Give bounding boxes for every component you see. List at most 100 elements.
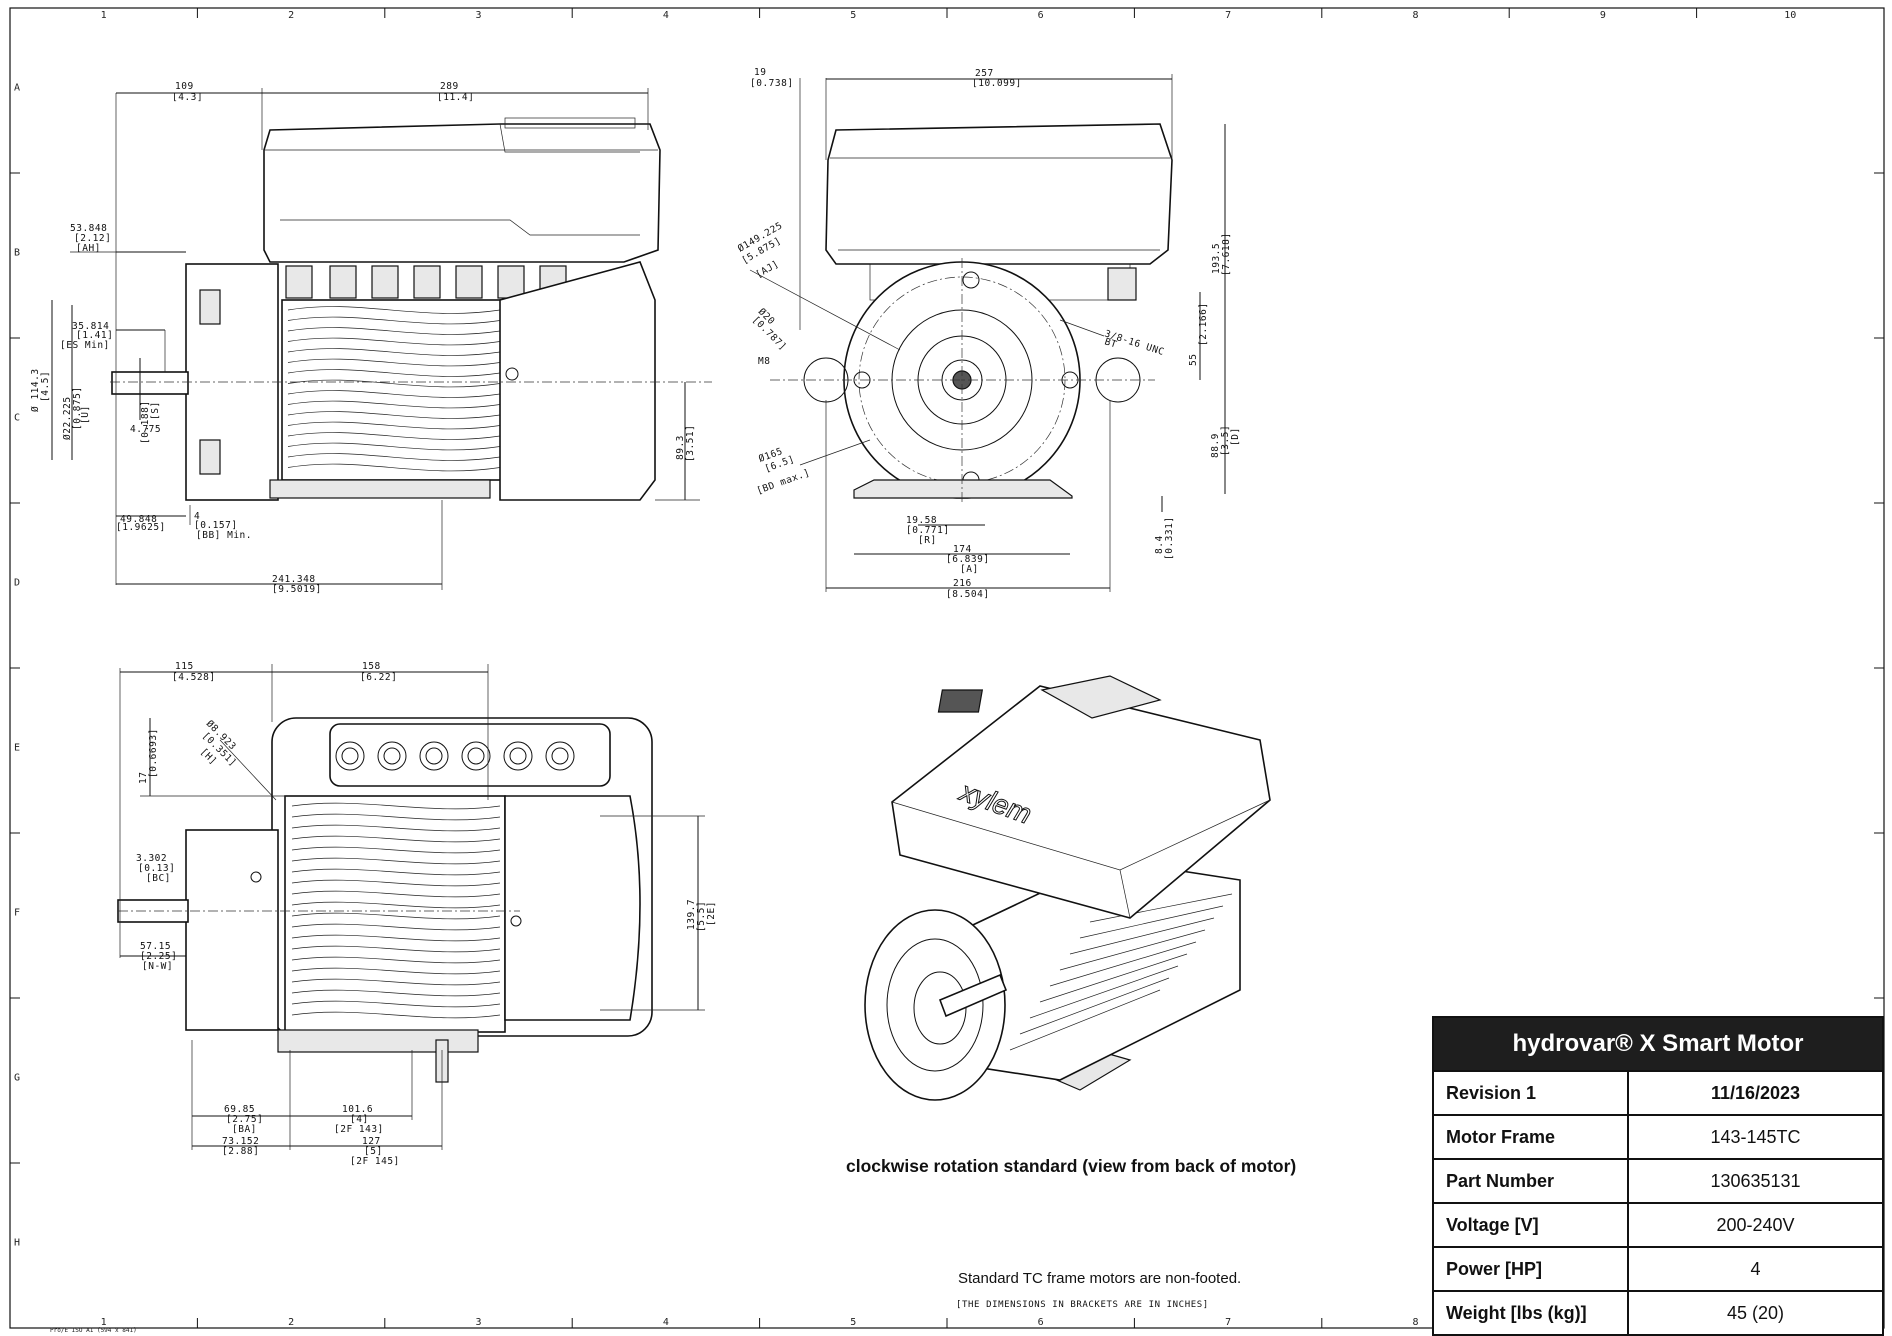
dim-165-tag: [BD max.] (755, 467, 811, 496)
grid-row-label: A (14, 83, 20, 94)
spec-label: Motor Frame (1432, 1114, 1629, 1160)
dim-4775-in: [0.188] (140, 400, 151, 444)
dim-3302: 3.302 (136, 853, 167, 864)
spec-row-weight: Weight [lbs (kg)]45 (20) (1432, 1290, 1884, 1336)
dim-149-tag: [AJ] (754, 259, 781, 281)
dim-17: 17 (138, 772, 149, 784)
dim-89-in: [3.51] (685, 425, 696, 462)
grid-col-label: 6 (1038, 10, 1044, 21)
grid-row-label: H (14, 1238, 20, 1249)
dim-19: 19 (754, 67, 766, 78)
dim-109-in: [4.3] (172, 92, 203, 103)
tc-frame-note: Standard TC frame motors are non-footed. (958, 1270, 1242, 1287)
dim-158: 158 (362, 661, 381, 672)
dim-73-in: [2.88] (222, 1146, 259, 1157)
grid-col-label: 8 (1412, 10, 1418, 21)
grid-col-label: 3 (475, 1317, 481, 1328)
spec-label: Revision 1 (1432, 1070, 1629, 1116)
spec-label: Voltage [V] (1432, 1202, 1629, 1248)
grid-col-label: 2 (288, 1317, 294, 1328)
dim-3302-tag: [BC] (146, 873, 171, 884)
grid-row-label: G (14, 1073, 20, 1084)
dim-289-in: [11.4] (437, 92, 474, 103)
dim-88-in: [3.5] (1220, 425, 1231, 456)
dim-115-in: [4.528] (172, 672, 216, 683)
dim-4-in: [0.157] (194, 520, 238, 531)
dim-4775-tag: [S] (150, 401, 161, 420)
grid-row-label: E (14, 743, 20, 754)
spec-row-power: Power [HP]4 (1432, 1246, 1884, 1292)
dim-114: Ø 114.3 (30, 368, 41, 412)
dim-73: 73.152 (222, 1136, 259, 1147)
grid-row-label: D (14, 578, 20, 589)
spec-value: 143-145TC (1627, 1114, 1884, 1160)
dim-88-tag: [D] (1230, 427, 1241, 446)
grid-col-label: 7 (1225, 10, 1231, 21)
grid-col-label: 3 (475, 10, 481, 21)
grid-col-label: 7 (1225, 1317, 1231, 1328)
dim-101: 101.6 (342, 1104, 373, 1115)
dim-55-in: [2.166] (1198, 302, 1209, 346)
dim-174-in: [6.839] (946, 554, 990, 565)
dim-101-in: [4] (350, 1114, 369, 1125)
dim-1958-in: [0.771] (906, 525, 950, 536)
dim-193-in: [7.618] (1221, 232, 1232, 276)
grid-col-label: 10 (1784, 10, 1796, 21)
grid-col-label: 4 (663, 10, 669, 21)
grid-col-label: 8 (1412, 1317, 1418, 1328)
dim-49: 49.848 (120, 514, 157, 525)
dim-35-tag: [ES Min] (60, 340, 110, 351)
grid-col-label: 2 (288, 10, 294, 21)
dim-1958-tag: [R] (918, 535, 937, 546)
dim-101-tag: [2F 143] (334, 1124, 384, 1135)
end-view: 19 [0.738] 257 [10.099] Ø149.225 [5.875]… (736, 67, 1241, 600)
dim-57-tag: [N-W] (142, 961, 173, 972)
dim-57: 57.15 (140, 941, 171, 952)
dim-84: 8.4 (1154, 535, 1165, 554)
spec-table-title: hydrovar® X Smart Motor (1432, 1016, 1884, 1072)
top-view: 115 [4.528] 158 [6.22] 17 [0.6693] Ø8.92… (117, 661, 717, 1167)
spec-label: Power [HP] (1432, 1246, 1629, 1292)
grid-col-label: 1 (101, 1317, 107, 1328)
dim-127: 127 (362, 1136, 381, 1147)
dim-193: 193.5 (1211, 243, 1222, 274)
dim-35-in: [1.41] (76, 330, 113, 341)
grid-row-label: F (14, 908, 20, 919)
grid-col-label: 5 (850, 10, 856, 21)
spec-value: 11/16/2023 (1627, 1070, 1884, 1116)
dim-109: 109 (175, 81, 194, 92)
dim-216: 216 (953, 578, 972, 589)
dim-115: 115 (175, 661, 194, 672)
dim-139-in: [5.5] (696, 901, 707, 932)
spec-value: 4 (1627, 1246, 1884, 1292)
dim-17-in: [0.6693] (148, 728, 159, 778)
grid-row-label: C (14, 413, 20, 424)
spec-label: Weight [lbs (kg)] (1432, 1290, 1629, 1336)
spec-row-voltage: Voltage [V]200-240V (1432, 1202, 1884, 1248)
dim-35: 35.814 (72, 321, 109, 332)
dim-174: 174 (953, 544, 972, 555)
grid-col-label: 6 (1038, 1317, 1044, 1328)
dim-53-tag: [AH] (76, 243, 101, 254)
spec-value: 45 (20) (1627, 1290, 1884, 1336)
grid-col-label: 5 (850, 1317, 856, 1328)
grid-row-label: B (14, 248, 20, 259)
dim-241-in: [9.5019] (272, 584, 322, 595)
grid-col-label: 4 (663, 1317, 669, 1328)
dim-257-in: [10.099] (972, 78, 1022, 89)
dim-19-in: [0.738] (750, 78, 794, 89)
dim-49-in: [1.9625] (116, 522, 166, 533)
dim-139: 139.7 (686, 899, 697, 930)
dim-55: 55 (1188, 354, 1199, 366)
dim-84-in: [0.331] (1164, 516, 1175, 560)
isometric-motor-view: xylem (864, 675, 1271, 1101)
dim-unc-bt: BT (1103, 336, 1118, 350)
dim-4: 4 (194, 511, 200, 522)
dim-88: 88.9 (1210, 433, 1221, 458)
dim-127-in: [5] (364, 1146, 383, 1157)
dim-69-in: [2.75] (226, 1114, 263, 1125)
dim-22: Ø22.225 (62, 396, 73, 440)
footer-code: Pro/E ISO A1 (594 x 841) (50, 1327, 137, 1334)
